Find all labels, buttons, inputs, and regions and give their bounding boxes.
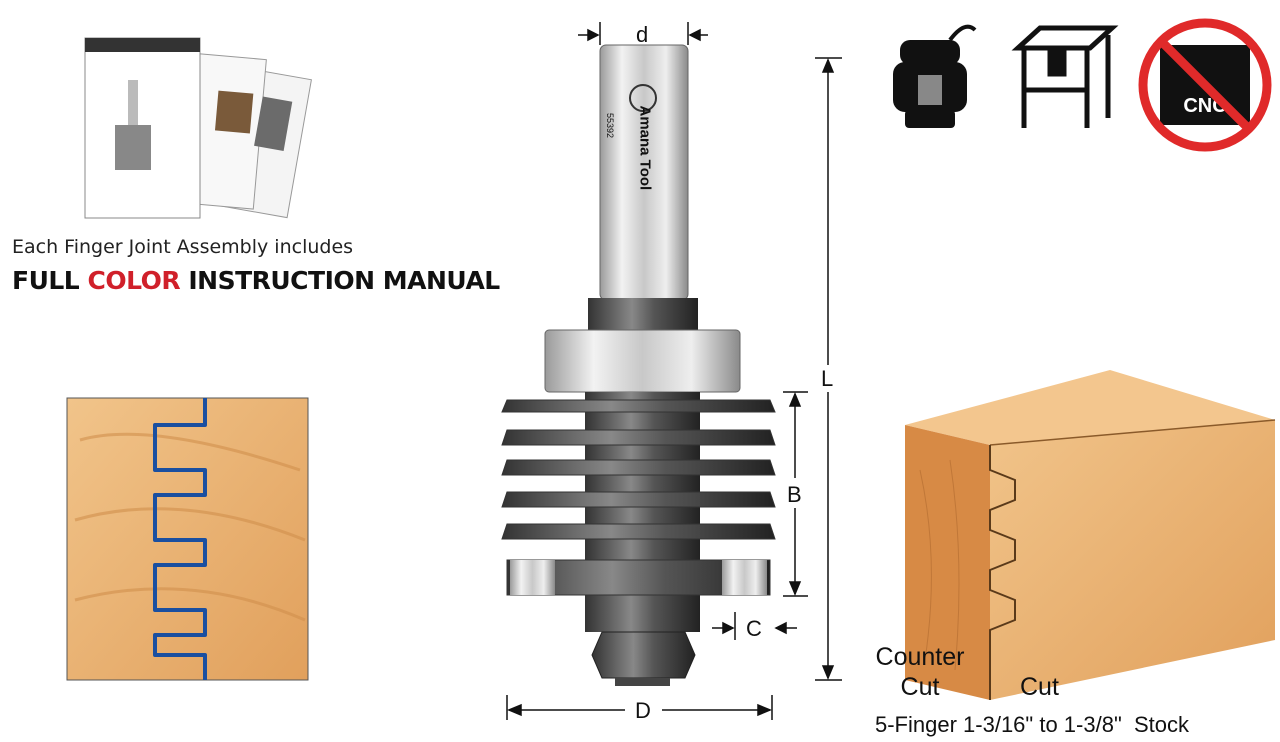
router-table-icon — [1011, 25, 1119, 128]
finger-joint-line — [153, 398, 207, 680]
router-bit — [501, 44, 776, 686]
dim-D-label: D — [635, 698, 651, 723]
counter-cut-label: Counter Cut — [860, 642, 980, 702]
shank-branding: Amana Tool 55392 — [605, 106, 678, 242]
dim-d-label: d — [636, 22, 649, 47]
counter-cut-line2: Cut — [900, 673, 940, 701]
no-cnc-icon: CNC — [1138, 18, 1272, 152]
dim-L-label: L — [821, 366, 834, 391]
dim-C-label: C — [746, 616, 762, 641]
dim-B-label: B — [787, 482, 802, 507]
handheld-router-icon — [893, 24, 977, 128]
manual-headline-highlight: COLOR — [87, 266, 181, 295]
manual-headline: FULL COLOR INSTRUCTION MANUAL — [12, 266, 500, 295]
manual-headline-part2: INSTRUCTION MANUAL — [188, 266, 500, 295]
finger-joint-panel — [66, 397, 309, 681]
dimension-lines — [506, 22, 842, 720]
manual-caption: Each Finger Joint Assembly includes — [12, 236, 354, 258]
manual-headline-part1: FULL — [12, 266, 80, 295]
instruction-manual-image — [84, 37, 312, 219]
stock-caption: 5-Finger 1-3/16" to 1-3/8" Stock — [875, 712, 1189, 737]
wood-block — [905, 370, 1276, 700]
counter-cut-line1: Counter — [875, 643, 965, 671]
cut-label: Cut — [1020, 673, 1059, 701]
cutter-fingers — [501, 399, 776, 596]
model-number: 55392 — [605, 113, 615, 139]
brand-label: Amana Tool — [636, 105, 654, 191]
